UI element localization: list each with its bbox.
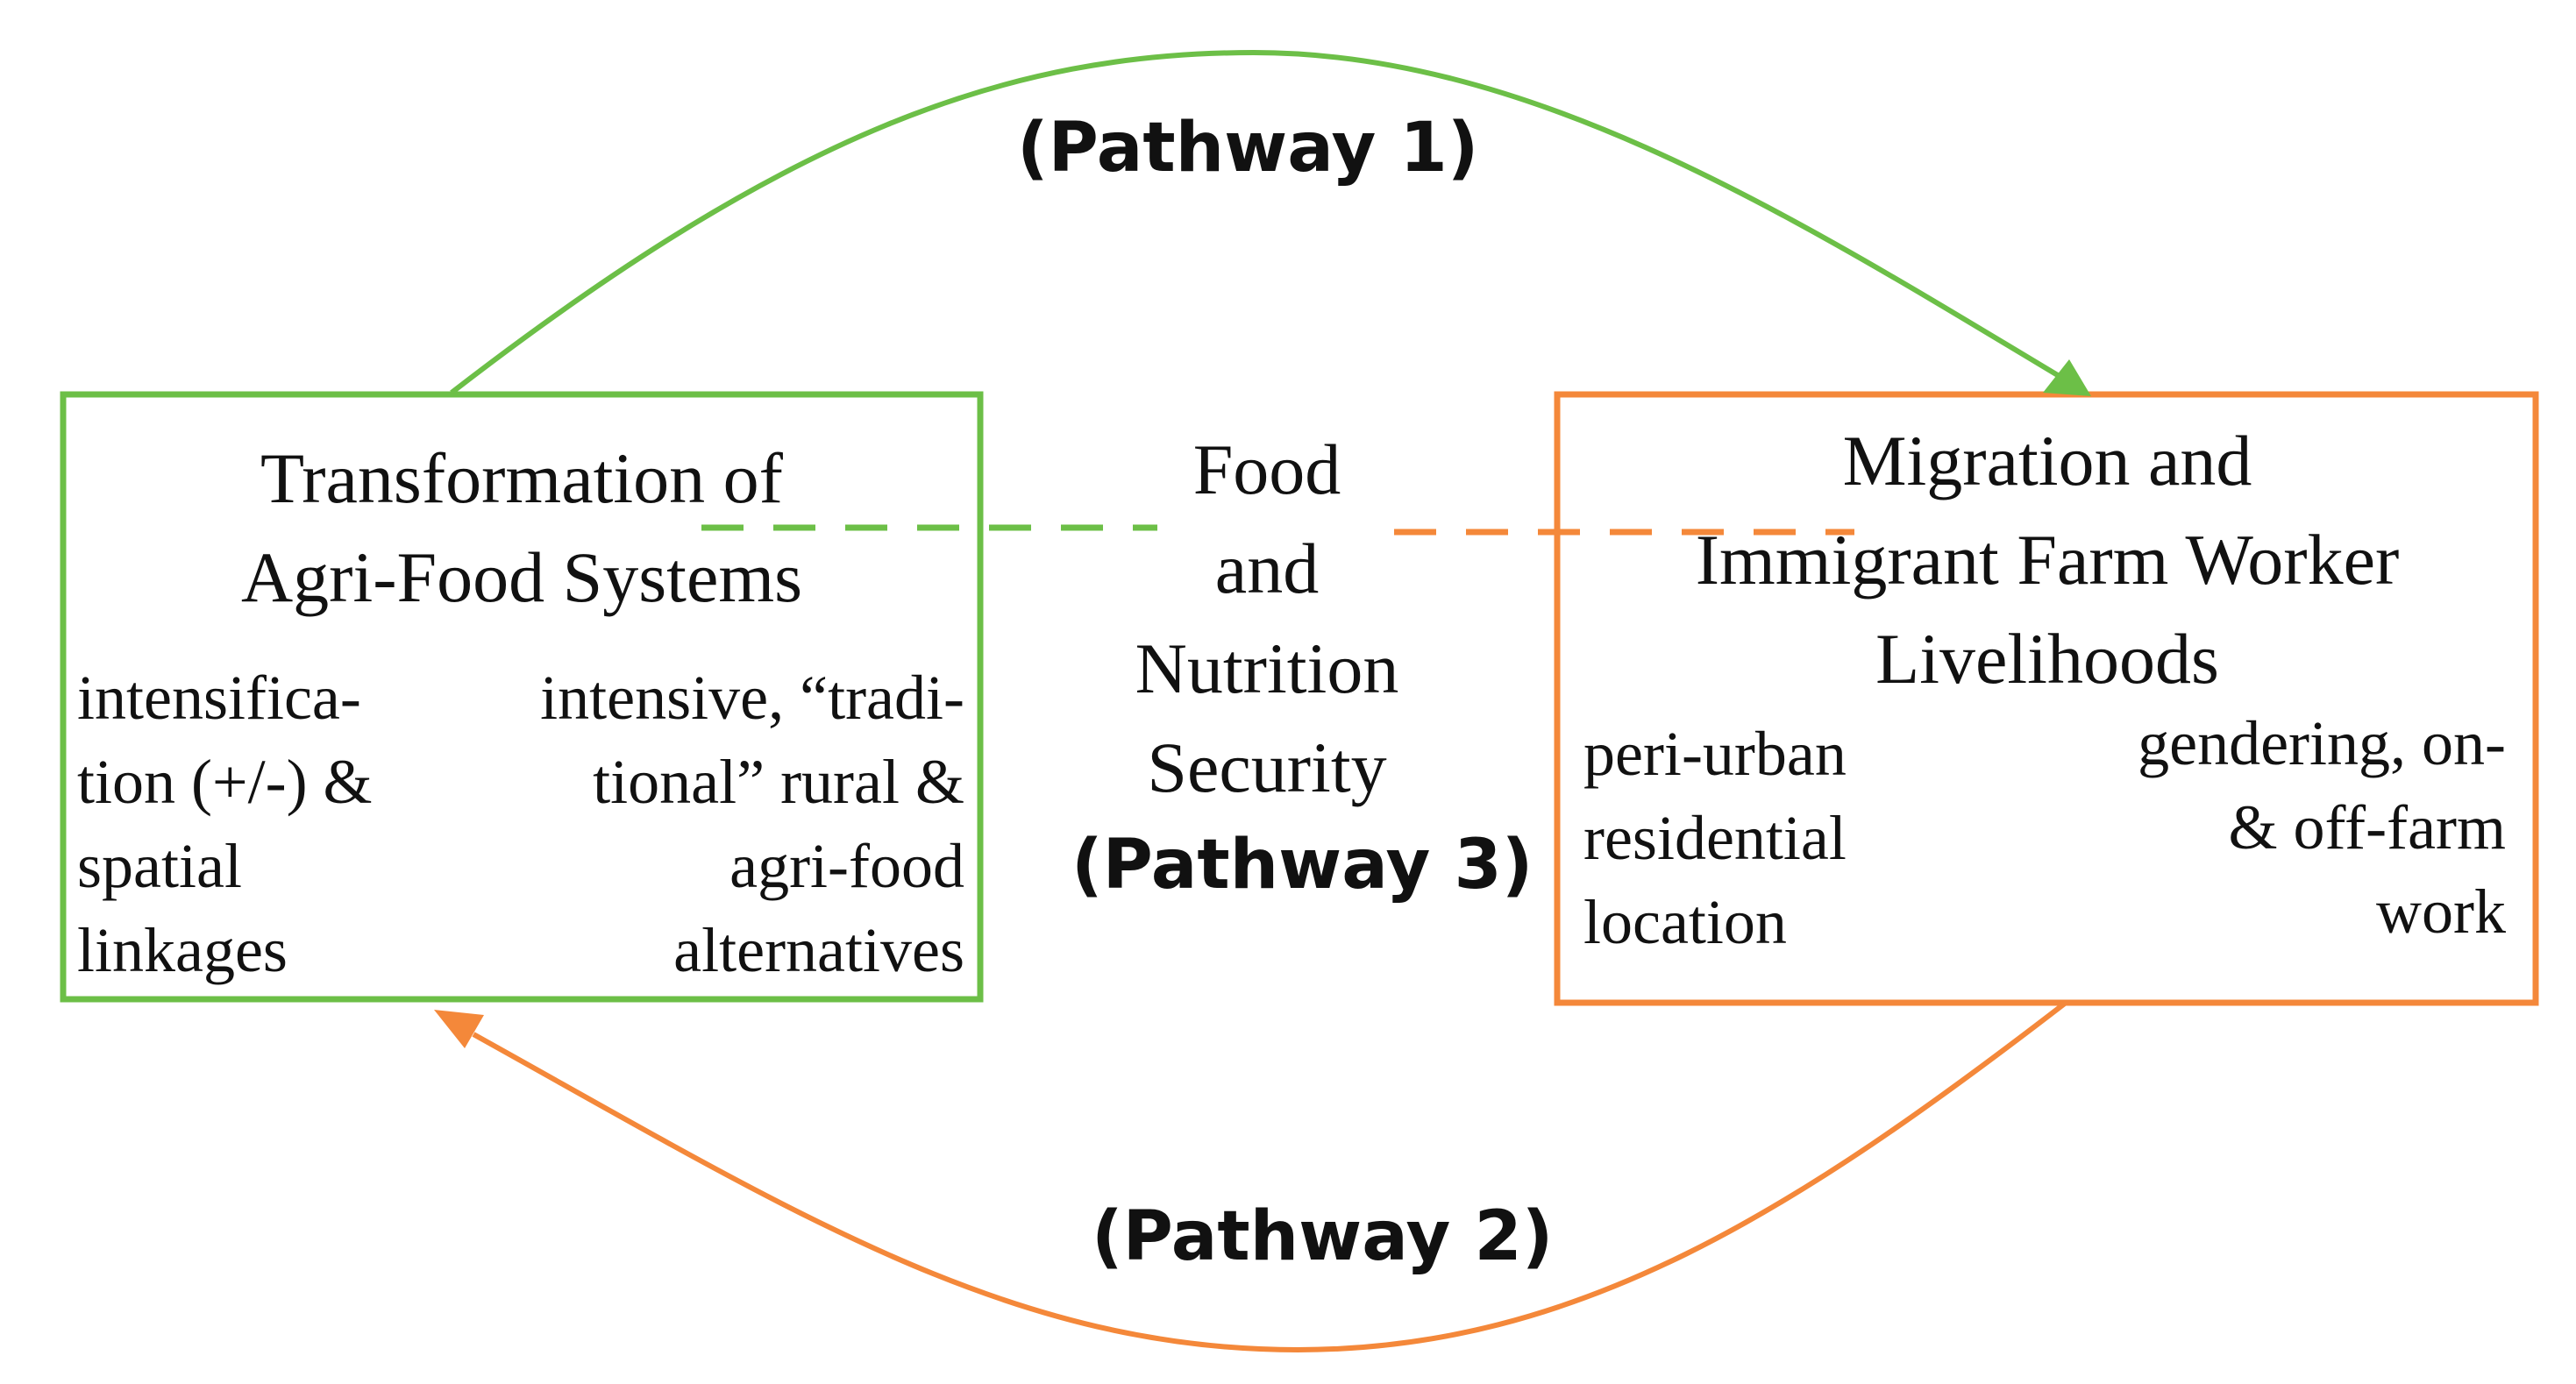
pathway-2-arrow — [472, 1000, 2067, 1353]
migration-title-line-3: Livelihoods — [1875, 619, 2219, 699]
center-line-3: Nutrition — [1135, 628, 1399, 708]
pathway-3-label: (Pathway 3) — [1071, 826, 1534, 905]
agri-food-right-line: agri-food — [729, 831, 964, 901]
agri-food-title-line-1: Transformation of — [260, 438, 783, 518]
agri-food-left-line: spatial — [77, 831, 242, 901]
agri-food-title-line-2: Agri-Food Systems — [240, 537, 803, 617]
agri-food-right-line: tional” rural & — [593, 747, 964, 817]
agri-food-left-line: linkages — [77, 915, 288, 985]
center-line-1: Food — [1192, 429, 1341, 509]
agri-food-left-line: intensifica- — [77, 663, 361, 733]
migration-title-line-1: Migration and — [1842, 421, 2252, 500]
migration-left-column: peri-urban residential location — [1583, 712, 1847, 964]
migration-right-column: gendering, on- & off-farm work — [2138, 701, 2506, 954]
migration-left-line: peri-urban — [1583, 719, 1847, 789]
pathway-2-label: (Pathway 2) — [1092, 1197, 1554, 1276]
agri-food-right-line: alternatives — [673, 915, 964, 985]
migration-title-line-2: Immigrant Farm Worker — [1695, 520, 2400, 600]
agri-food-box-border — [60, 391, 984, 1003]
pathway-1-label: (Pathway 1) — [1017, 109, 1479, 188]
migration-box-border — [1554, 391, 2539, 1006]
migration-right-line: gendering, on- — [2138, 708, 2506, 778]
migration-left-line: location — [1583, 887, 1787, 957]
pathway-2-arrowhead — [434, 1010, 484, 1048]
center-line-4: Security — [1147, 727, 1387, 807]
pathway-1-arrow — [450, 49, 2062, 395]
pathway-1-arrowhead — [2043, 359, 2091, 396]
center-line-2: and — [1214, 529, 1320, 608]
agri-food-right-line: intensive, “tradi- — [540, 663, 964, 733]
migration-right-line: & off-farm — [2228, 792, 2506, 862]
agri-food-left-line: tion (+/-) & — [77, 747, 373, 817]
migration-left-line: residential — [1583, 803, 1847, 873]
migration-right-line: work — [2376, 877, 2506, 947]
agri-food-right-column: intensive, “tradi- tional” rural & agri-… — [540, 656, 964, 992]
agri-food-left-column: intensifica- tion (+/-) & spatial linkag… — [77, 656, 373, 992]
